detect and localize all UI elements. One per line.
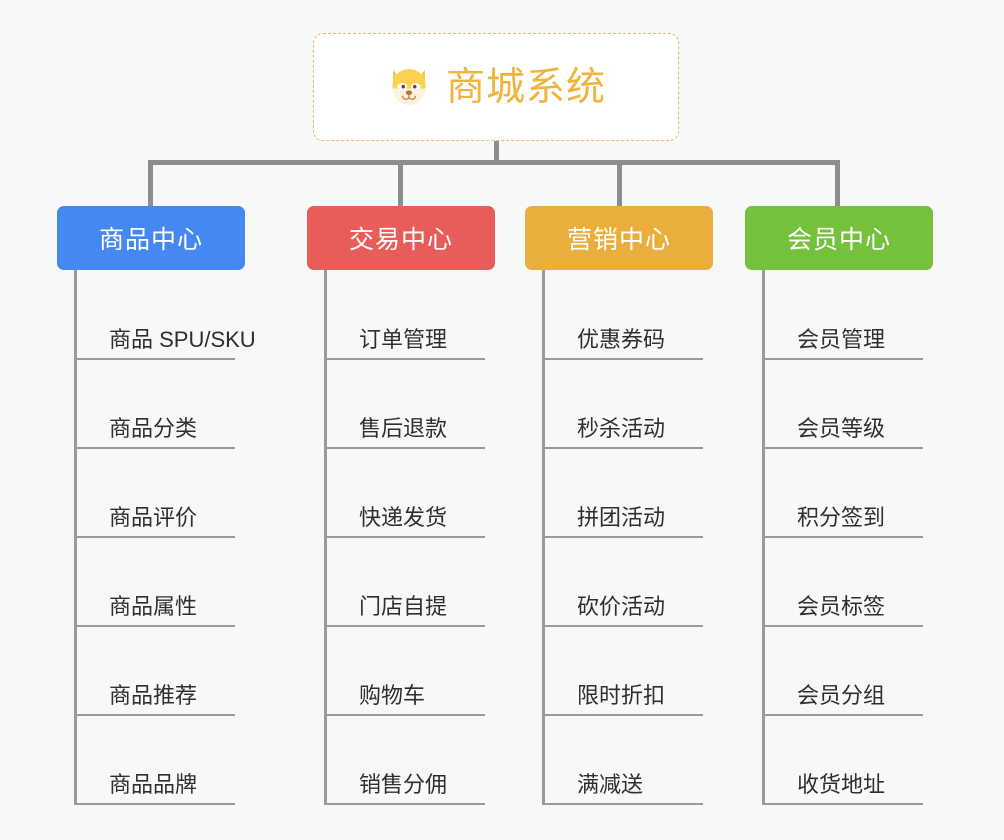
- leaf-item-label: 会员管理: [797, 326, 886, 352]
- leaf-item-label: 秒杀活动: [577, 415, 666, 441]
- leaf-item[interactable]: 收货地址: [765, 716, 923, 805]
- leaf-item[interactable]: 商品推荐: [77, 627, 235, 716]
- connector-drop-column-0: [148, 160, 153, 208]
- category-header-transaction-center[interactable]: 交易中心: [307, 206, 495, 270]
- leaf-item-label: 砍价活动: [577, 593, 666, 619]
- leaf-item[interactable]: 满减送: [545, 716, 703, 805]
- leaf-item[interactable]: 会员等级: [765, 360, 923, 449]
- connector-horizontal-bar: [148, 160, 839, 165]
- leaf-list-member-center: 会员管理 会员等级 积分签到 会员标签 会员分组 收货地址: [762, 270, 933, 805]
- leaf-item[interactable]: 积分签到: [765, 449, 923, 538]
- leaf-item[interactable]: 商品属性: [77, 538, 235, 627]
- leaf-item[interactable]: 秒杀活动: [545, 360, 703, 449]
- leaf-item-label: 门店自提: [359, 593, 448, 619]
- leaf-item[interactable]: 售后退款: [327, 360, 485, 449]
- leaf-item-label: 商品分类: [109, 415, 198, 441]
- connector-drop-column-2: [617, 160, 622, 208]
- connector-root-stem: [494, 141, 499, 165]
- leaf-item[interactable]: 会员管理: [765, 270, 923, 360]
- category-column-member-center: 会员中心 会员管理 会员等级 积分签到 会员标签 会员分组 收货地址: [745, 206, 933, 805]
- leaf-item-label: 商品推荐: [109, 682, 198, 708]
- category-column-transaction-center: 交易中心 订单管理 售后退款 快递发货 门店自提 购物车 销售分佣: [307, 206, 495, 805]
- category-column-marketing-center: 营销中心 优惠券码 秒杀活动 拼团活动 砍价活动 限时折扣 满减送: [525, 206, 713, 805]
- leaf-item[interactable]: 销售分佣: [327, 716, 485, 805]
- leaf-item-label: 满减送: [577, 771, 644, 797]
- category-header-label: 会员中心: [786, 226, 891, 254]
- category-header-marketing-center[interactable]: 营销中心: [525, 206, 713, 270]
- leaf-item[interactable]: 限时折扣: [545, 627, 703, 716]
- leaf-item-label: 商品 SPU/SKU: [109, 326, 256, 352]
- leaf-list-product-center: 商品 SPU/SKU 商品分类 商品评价 商品属性 商品推荐 商品品牌: [74, 270, 256, 805]
- leaf-list-marketing-center: 优惠券码 秒杀活动 拼团活动 砍价活动 限时折扣 满减送: [542, 270, 713, 805]
- leaf-item[interactable]: 商品分类: [77, 360, 235, 449]
- leaf-item[interactable]: 订单管理: [327, 270, 485, 360]
- connector-drop-column-1: [398, 160, 403, 208]
- leaf-item[interactable]: 商品评价: [77, 449, 235, 538]
- leaf-list-transaction-center: 订单管理 售后退款 快递发货 门店自提 购物车 销售分佣: [324, 270, 495, 805]
- leaf-item-label: 销售分佣: [359, 771, 448, 797]
- leaf-item[interactable]: 会员分组: [765, 627, 923, 716]
- leaf-item-label: 商品品牌: [109, 771, 198, 797]
- category-header-label: 交易中心: [348, 226, 453, 254]
- leaf-item[interactable]: 快递发货: [327, 449, 485, 538]
- leaf-item[interactable]: 门店自提: [327, 538, 485, 627]
- leaf-item[interactable]: 优惠券码: [545, 270, 703, 360]
- leaf-item-label: 限时折扣: [577, 682, 666, 708]
- leaf-item-label: 拼团活动: [577, 504, 666, 530]
- leaf-item[interactable]: 商品品牌: [77, 716, 235, 805]
- category-column-product-center: 商品中心 商品 SPU/SKU 商品分类 商品评价 商品属性 商品推荐 商品品牌: [57, 206, 256, 805]
- category-header-member-center[interactable]: 会员中心: [745, 206, 933, 270]
- category-header-label: 商品中心: [98, 226, 203, 254]
- leaf-item-label: 售后退款: [359, 415, 448, 441]
- leaf-item-label: 会员等级: [797, 415, 886, 441]
- root-node-shopping-mall-system[interactable]: 商城系统: [313, 33, 679, 141]
- root-title: 商城系统: [445, 65, 606, 109]
- category-header-label: 营销中心: [566, 226, 671, 254]
- leaf-item-label: 快递发货: [359, 504, 448, 530]
- leaf-item-label: 商品属性: [109, 593, 198, 619]
- leaf-item-label: 购物车: [359, 682, 426, 708]
- leaf-item[interactable]: 拼团活动: [545, 449, 703, 538]
- leaf-item-label: 会员分组: [797, 682, 886, 708]
- leaf-item-label: 商品评价: [109, 504, 198, 530]
- leaf-item-label: 收货地址: [797, 771, 886, 797]
- dog-face-icon: [386, 64, 432, 110]
- leaf-item[interactable]: 商品 SPU/SKU: [77, 270, 256, 360]
- connector-drop-column-3: [835, 160, 840, 208]
- leaf-item-label: 优惠券码: [577, 326, 666, 352]
- category-header-product-center[interactable]: 商品中心: [57, 206, 245, 270]
- leaf-item[interactable]: 砍价活动: [545, 538, 703, 627]
- leaf-item-label: 订单管理: [359, 326, 448, 352]
- leaf-item-label: 会员标签: [797, 593, 886, 619]
- leaf-item-label: 积分签到: [797, 504, 886, 530]
- leaf-item[interactable]: 购物车: [327, 627, 485, 716]
- leaf-item[interactable]: 会员标签: [765, 538, 923, 627]
